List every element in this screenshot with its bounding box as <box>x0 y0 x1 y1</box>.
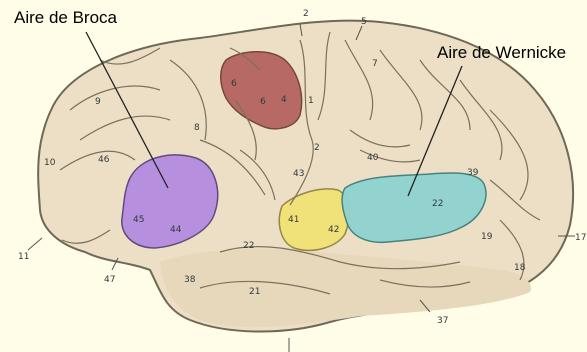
area-label-7: 7 <box>372 59 378 69</box>
area-label-6: 6 <box>231 79 237 89</box>
area-label-11: 11 <box>18 252 29 262</box>
area-label-4: 4 <box>281 95 287 105</box>
area-label-5: 5 <box>361 17 367 27</box>
area-label-22-right: 22 <box>432 199 443 209</box>
area-label-45: 45 <box>133 215 144 225</box>
area-label-44: 44 <box>170 225 182 235</box>
area-label-40: 40 <box>367 153 379 163</box>
area-label-9: 9 <box>95 97 101 107</box>
area-label-43: 43 <box>293 169 304 179</box>
area-label-47: 47 <box>104 275 115 285</box>
area-label-38: 38 <box>184 275 196 285</box>
area-label-18: 18 <box>514 263 526 273</box>
area-label-46: 46 <box>98 155 110 165</box>
area-label-22-left: 22 <box>243 241 254 251</box>
area-label-39: 39 <box>467 168 479 178</box>
area-label-1: 1 <box>308 96 314 106</box>
area-label-17: 17 <box>575 233 586 243</box>
wernicke-title: Aire de Wernicke <box>437 43 566 63</box>
area-label-8: 8 <box>194 123 200 133</box>
area-label-41: 41 <box>288 215 299 225</box>
area-label-21: 21 <box>249 287 260 297</box>
area-label-19: 19 <box>481 232 493 242</box>
area-label-42: 42 <box>328 225 339 235</box>
area-label-10: 10 <box>44 158 56 168</box>
area-label-2-mid: 2 <box>314 143 320 153</box>
area-label-6b: 6 <box>260 97 266 107</box>
area-label-37: 37 <box>437 316 448 326</box>
area-label-2-top: 2 <box>303 9 309 19</box>
broca-title: Aire de Broca <box>14 8 117 28</box>
